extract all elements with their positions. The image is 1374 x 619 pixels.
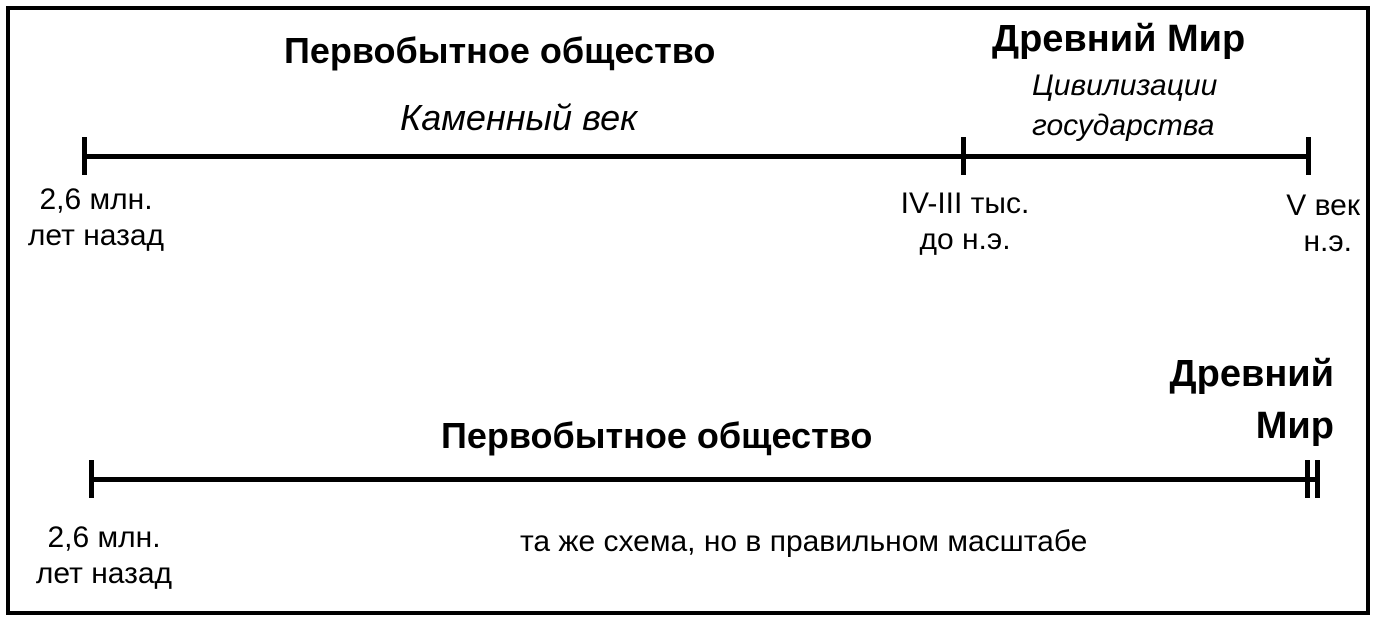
top-tick-start [82,137,87,175]
bottom-timeline-axis [92,477,1318,482]
bottom-tick-start [89,460,94,498]
top-end-label-line2: н.э. [1303,225,1352,258]
top-start-label-line1: 2,6 млн. [39,183,153,216]
top-mid-label: IV-III тыс. до н.э. [875,186,1055,258]
top-period-stone-age: Каменный век [400,97,638,138]
bottom-tick-end-b [1315,460,1320,498]
top-mid-label-line2: до н.э. [919,223,1011,256]
bottom-scale-note: та же схема, но в правильном масштабе [520,525,1088,558]
top-era-ancient-title: Древний Мир [992,18,1246,60]
top-timeline-axis [85,154,1311,159]
bottom-era-ancient-line1: Древний [1169,353,1334,395]
top-tick-end [1306,137,1311,175]
bottom-era-ancient-line2: Мир [1255,405,1334,447]
top-start-label-line2: лет назад [27,219,165,252]
bottom-start-label: 2,6 млн. лет назад [14,520,194,592]
top-ancient-subtitle-line2: государства [1032,109,1215,142]
top-end-label-line1: V век [1286,189,1360,222]
bottom-tick-end-a [1305,460,1310,498]
diagram-frame [6,6,1370,615]
bottom-start-label-line1: 2,6 млн. [47,521,161,554]
bottom-start-label-line2: лет назад [35,557,173,590]
top-mid-label-line1: IV-III тыс. [900,187,1030,220]
top-ancient-subtitle-line1: Цивилизации [1032,69,1218,102]
bottom-era-primitive-title: Первобытное общество [441,415,873,456]
top-tick-mid [961,137,966,175]
top-start-label: 2,6 млн. лет назад [6,182,186,254]
top-era-primitive-title: Первобытное общество [284,30,716,71]
top-end-label: V век н.э. [1258,188,1368,260]
